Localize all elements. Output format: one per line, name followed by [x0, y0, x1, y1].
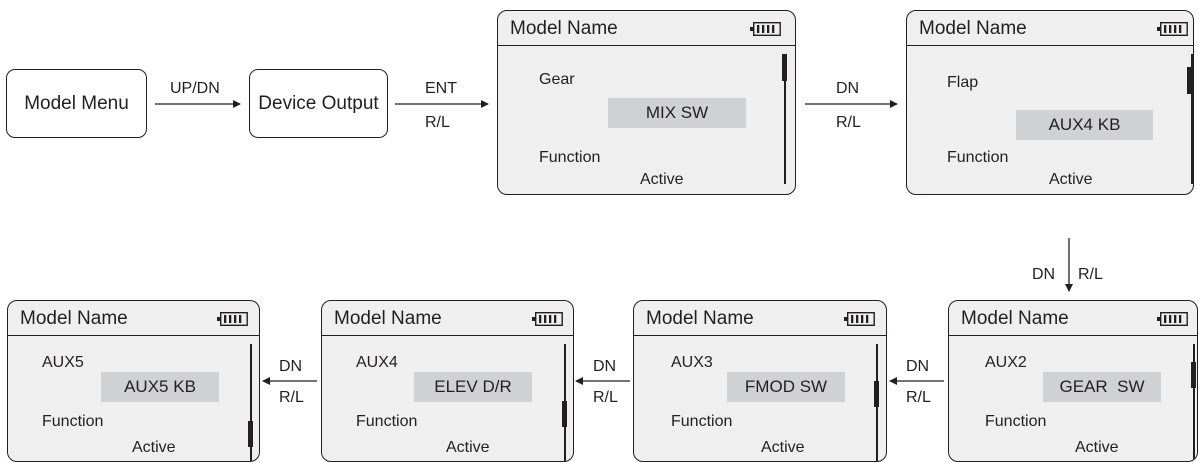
selected-value[interactable]: GEAR SW — [1043, 372, 1161, 402]
channel-label: AUX2 — [985, 354, 1027, 371]
screen-title: Model Name — [334, 308, 442, 329]
selected-value-text: MIX SW — [645, 103, 709, 122]
scrollbar-track[interactable] — [1193, 344, 1195, 461]
screen-header — [322, 301, 573, 336]
selected-value[interactable]: AUX5 KB — [101, 372, 219, 402]
screen-aux3: Model Name AUX3 FMOD SW Function Active — [633, 300, 887, 462]
selected-value[interactable]: FMOD SW — [727, 372, 845, 402]
screen-header — [634, 301, 886, 336]
function-label: Function — [985, 413, 1047, 430]
function-label: Function — [356, 413, 418, 430]
device-output-label: Device Output — [258, 92, 379, 114]
battery-icon — [750, 22, 781, 36]
selected-value-text: GEAR SW — [1059, 377, 1145, 396]
arrow-label-updn: UP/DN — [170, 80, 220, 97]
arrow-label-dn: DN — [1032, 266, 1056, 283]
screen-gear: Model Name Gear MIX SW Function Active — [497, 10, 796, 195]
function-value: Active — [1075, 439, 1119, 456]
scrollbar-thumb[interactable] — [782, 54, 787, 81]
screen-title: Model Name — [961, 308, 1069, 329]
screen-header — [907, 11, 1193, 46]
selected-value[interactable]: MIX SW — [608, 98, 746, 128]
function-value: Active — [761, 439, 805, 456]
arrow-label-ent: ENT — [425, 80, 457, 97]
selected-value-text: ELEV D/R — [434, 377, 512, 396]
selected-value-text: FMOD SW — [744, 377, 828, 396]
channel-label: AUX5 — [42, 354, 84, 371]
device-output-box[interactable]: Device Output — [249, 69, 388, 138]
selected-value-text: AUX4 KB — [1048, 115, 1121, 134]
selected-value[interactable]: AUX4 KB — [1016, 110, 1153, 140]
function-label: Function — [671, 413, 733, 430]
arrow-label-dn: DN — [593, 358, 617, 375]
arrow-label-rl: R/L — [836, 114, 861, 131]
function-label: Function — [947, 149, 1009, 166]
screen-title: Model Name — [20, 308, 128, 329]
function-value: Active — [640, 171, 684, 188]
arrow-label-dn: DN — [906, 358, 930, 375]
selected-value[interactable]: ELEV D/R — [414, 372, 532, 402]
function-value: Active — [1049, 171, 1093, 188]
screen-aux5: Model Name AUX5 AUX5 KB Function Active — [7, 300, 260, 462]
arrow-label-dn: DN — [279, 358, 303, 375]
channel-label: AUX3 — [671, 354, 713, 371]
arrow-label-rl: R/L — [593, 389, 618, 406]
function-label: Function — [539, 149, 601, 166]
channel-label: Gear — [539, 71, 575, 88]
battery-icon — [217, 312, 248, 326]
screen-aux4: Model Name AUX4 ELEV D/R Function Active — [321, 300, 574, 462]
arrow-label-rl: R/L — [1078, 266, 1103, 283]
screen-flap: Model Name Flap AUX4 KB Function Active — [906, 10, 1194, 195]
screen-title: Model Name — [919, 18, 1027, 39]
battery-icon — [1157, 312, 1188, 326]
selected-value-text: AUX5 KB — [124, 377, 196, 396]
function-value: Active — [132, 439, 176, 456]
model-menu-label: Model Menu — [24, 92, 129, 114]
scrollbar-thumb[interactable] — [1191, 362, 1196, 388]
arrow-label-rl: R/L — [425, 114, 450, 131]
battery-icon — [532, 312, 563, 326]
scrollbar-track[interactable] — [1191, 54, 1193, 184]
screen-header — [8, 301, 259, 336]
screen-title: Model Name — [510, 18, 618, 39]
battery-icon — [844, 312, 875, 326]
arrow-label-rl: R/L — [279, 389, 304, 406]
function-label: Function — [42, 413, 104, 430]
scrollbar-track[interactable] — [784, 54, 786, 184]
scrollbar-track[interactable] — [250, 344, 252, 461]
function-value: Active — [446, 439, 490, 456]
arrow-label-rl: R/L — [906, 389, 931, 406]
screen-title: Model Name — [646, 308, 754, 329]
channel-label: AUX4 — [356, 354, 398, 371]
scrollbar-thumb[interactable] — [1187, 67, 1192, 94]
arrow-label-dn: DN — [836, 80, 860, 97]
scrollbar-thumb[interactable] — [248, 421, 253, 447]
scrollbar-thumb[interactable] — [562, 401, 567, 427]
battery-icon — [1157, 22, 1188, 36]
channel-label: Flap — [947, 74, 979, 91]
scrollbar-thumb[interactable] — [874, 381, 879, 407]
screen-header — [949, 301, 1197, 336]
model-menu-box[interactable]: Model Menu — [6, 69, 147, 138]
screen-aux2: Model Name AUX2 GEAR SW Function Active — [948, 300, 1198, 462]
screen-header — [498, 11, 795, 46]
